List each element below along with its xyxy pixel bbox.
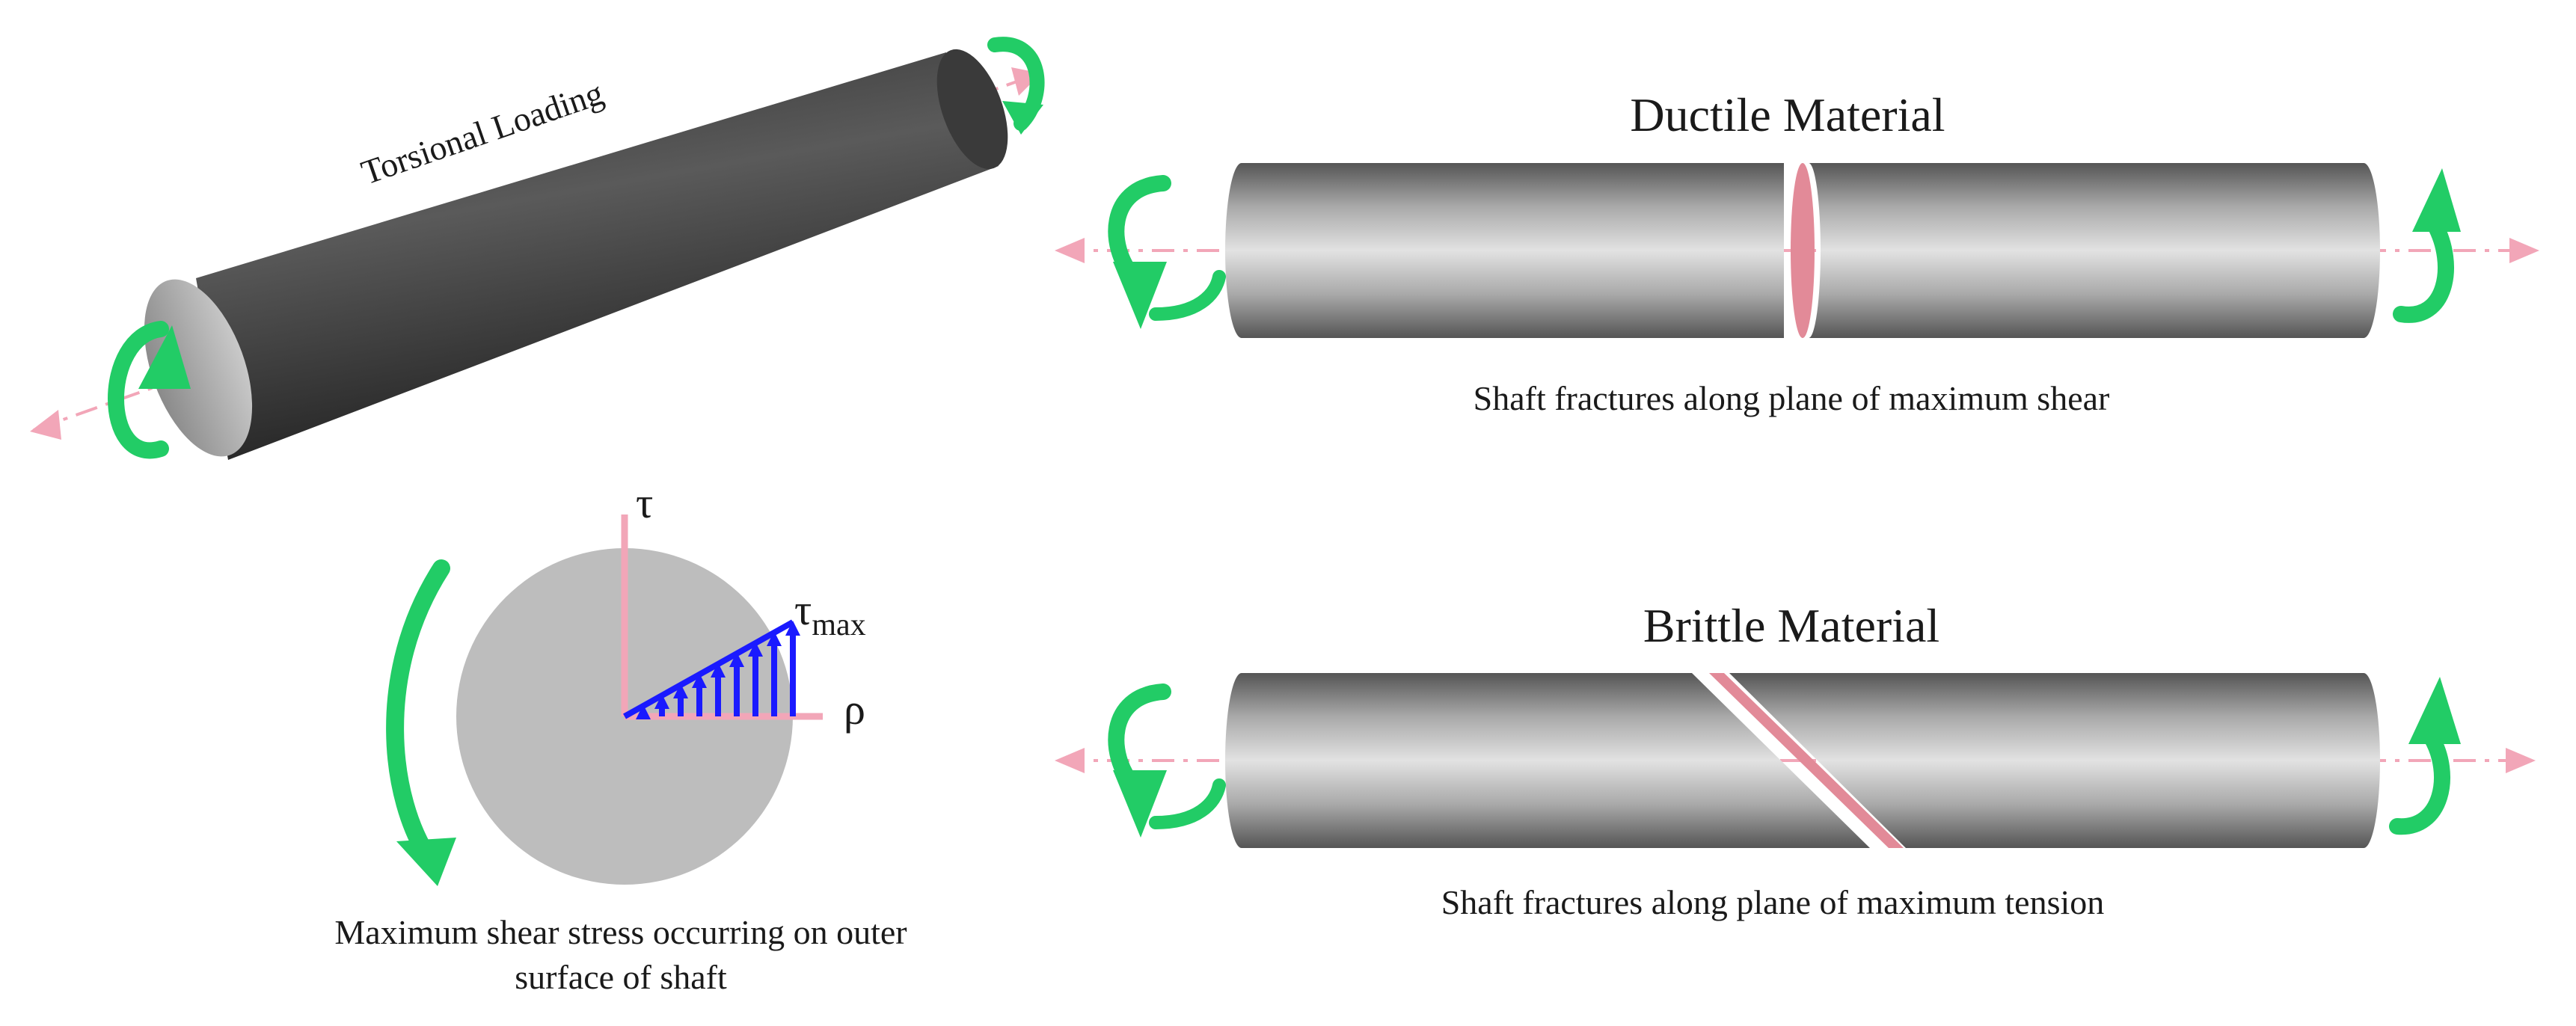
- torsion-arrow-right-icon: [987, 37, 1045, 135]
- ductile-group: Ductile Material Shaft fractures along p…: [1055, 88, 2539, 417]
- ductile-arrow-right-icon: [2393, 168, 2461, 323]
- brittle-shaft-left-piece: [1225, 673, 1870, 848]
- tau-axis-label: τ: [636, 479, 653, 527]
- stress-arrow-head: [748, 642, 763, 657]
- stress-arrow-head: [711, 663, 726, 678]
- brittle-group: Brittle Material Shaft fractures along p…: [1055, 599, 2536, 921]
- stress-arrow-head: [785, 621, 800, 636]
- ductile-fracture-face: [1791, 163, 1815, 338]
- tau-max-symbol: τ: [794, 586, 812, 634]
- tau-max-label: τmax: [794, 586, 866, 642]
- torsion-arrow-left-icon: [108, 321, 191, 459]
- rotation-arrow-icon: [386, 559, 456, 886]
- torsion-shaft-body: [196, 52, 999, 460]
- ductile-axis-arrowhead-left: [1055, 238, 1085, 263]
- stress-diagram-group: τ τmax ρ Maximum shear stress occurring …: [334, 479, 907, 996]
- stress-arrow-head: [654, 694, 669, 709]
- brittle-caption: Shaft fractures along plane of maximum t…: [1441, 883, 2105, 921]
- ductile-arrow-left-icon: [1108, 175, 1226, 329]
- ductile-axis-arrowhead-right: [2509, 238, 2539, 263]
- torsion-shaft-far-end: [936, 49, 1008, 170]
- torsion-shaft-group: Torsional Loading: [30, 37, 1045, 460]
- stress-arrow-head: [636, 704, 651, 719]
- stress-caption-line2: surface of shaft: [515, 958, 727, 996]
- brittle-shaft-right-piece: [1729, 673, 2380, 848]
- torsion-shaft-near-end: [144, 279, 253, 457]
- brittle-axis-arrowhead-left: [1055, 748, 1085, 773]
- ductile-title: Ductile Material: [1630, 88, 1945, 141]
- ductile-caption: Shaft fractures along plane of maximum s…: [1473, 379, 2110, 417]
- tau-max-subscript: max: [812, 608, 865, 642]
- ductile-shaft-right-half: [1809, 163, 2380, 338]
- brittle-title: Brittle Material: [1643, 599, 1939, 652]
- brittle-axis-arrowhead-right: [2506, 748, 2536, 773]
- rho-axis-label: ρ: [844, 685, 865, 734]
- stress-arrow-head: [729, 652, 744, 667]
- stress-arrow-head: [767, 631, 782, 646]
- stress-arrow-head: [692, 673, 707, 688]
- stress-arrow-head: [673, 684, 688, 698]
- brittle-arrow-left-icon: [1108, 684, 1226, 838]
- brittle-fracture-face: [1709, 673, 1904, 848]
- stress-caption-line1: Maximum shear stress occurring on outer: [334, 913, 907, 951]
- torsion-axis-arrowhead-left: [30, 410, 61, 440]
- stress-distribution: [623, 619, 800, 719]
- brittle-arrow-right-icon: [2389, 677, 2461, 835]
- ductile-shaft-left-half: [1225, 163, 1784, 338]
